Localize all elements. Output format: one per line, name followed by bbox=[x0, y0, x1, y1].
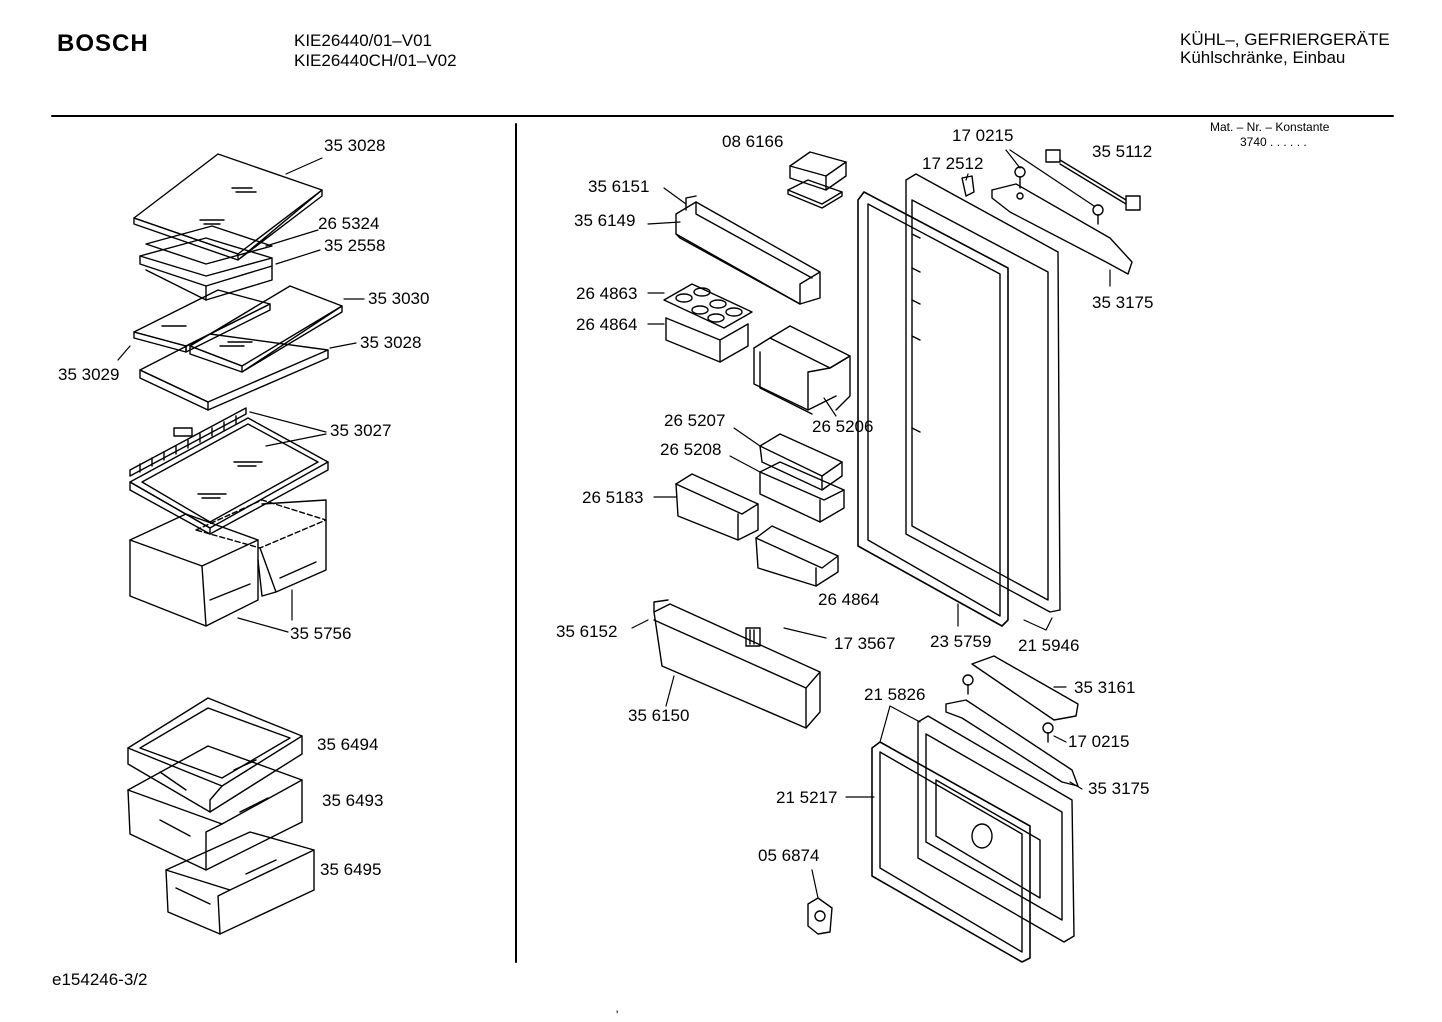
leader-lines bbox=[118, 150, 1110, 898]
part-label: 35 3161 bbox=[1074, 678, 1136, 697]
hinge-353175b bbox=[946, 700, 1078, 786]
part-label: 35 2558 bbox=[324, 236, 386, 255]
part-label: 08 6166 bbox=[722, 132, 784, 151]
crisper-drawers-355756 bbox=[130, 500, 326, 626]
part-label: 21 5217 bbox=[776, 788, 838, 807]
cover-353161 bbox=[972, 656, 1078, 720]
freezer-liner-215826 bbox=[918, 716, 1074, 942]
category-title: KÜHL–, GEFRIERGERÄTE bbox=[1180, 30, 1390, 49]
thermometer-056874 bbox=[808, 898, 832, 934]
clip-172512 bbox=[962, 176, 974, 196]
model-number-2: KIE26440CH/01–V02 bbox=[294, 51, 457, 70]
connector-355112 bbox=[1046, 150, 1140, 210]
part-label: 35 6150 bbox=[628, 706, 690, 725]
part-label: 35 3027 bbox=[330, 421, 392, 440]
hinge-353175a bbox=[992, 184, 1132, 274]
bottle-bin-356150 bbox=[654, 600, 820, 728]
footer-tick: ' bbox=[616, 1008, 619, 1022]
material-value: 3740 . . . . . . bbox=[1240, 135, 1307, 149]
part-label: 35 3028 bbox=[324, 136, 386, 155]
bottle-retainer-173567 bbox=[746, 628, 760, 646]
part-label: 26 5207 bbox=[664, 411, 726, 430]
light-strip-353027 bbox=[130, 408, 246, 476]
part-label: 35 6152 bbox=[556, 622, 618, 641]
door-liner-215946 bbox=[906, 174, 1060, 612]
part-label: 17 2512 bbox=[922, 154, 984, 173]
shelf-frame-265324 bbox=[140, 226, 272, 300]
part-label: 35 6493 bbox=[322, 791, 384, 810]
part-label: 26 4864 bbox=[818, 590, 880, 609]
part-label: 35 6494 bbox=[317, 735, 379, 754]
part-label: 17 3567 bbox=[834, 634, 896, 653]
part-label: 35 3175 bbox=[1088, 779, 1150, 798]
category-subtitle: Kühlschränke, Einbau bbox=[1180, 48, 1346, 67]
freezer-drawer-356493 bbox=[128, 746, 302, 870]
bin-264864b bbox=[756, 526, 838, 586]
part-label: 35 3030 bbox=[368, 289, 430, 308]
door-gasket-235759 bbox=[858, 192, 1008, 626]
bin-265208 bbox=[760, 462, 844, 522]
door-bin-356149 bbox=[676, 196, 820, 304]
part-label: 26 5183 bbox=[582, 488, 644, 507]
part-label: 26 5324 bbox=[318, 214, 380, 233]
part-label: 35 6151 bbox=[588, 177, 650, 196]
part-label: 35 3175 bbox=[1092, 293, 1154, 312]
part-label: 35 5756 bbox=[290, 624, 352, 643]
part-label: 35 3028 bbox=[360, 333, 422, 352]
egg-bin-264864 bbox=[666, 318, 748, 362]
part-label: 17 0215 bbox=[952, 126, 1014, 145]
part-label: 05 6874 bbox=[758, 846, 820, 865]
model-number-1: KIE26440/01–V01 bbox=[294, 31, 433, 50]
part-label: 35 3029 bbox=[58, 365, 120, 384]
part-label: 35 5112 bbox=[1092, 142, 1153, 161]
part-label: 21 5826 bbox=[864, 685, 926, 704]
freezer-gasket-215217 bbox=[872, 742, 1030, 962]
glass-shelf-lower bbox=[140, 334, 328, 410]
screw-170215b bbox=[963, 675, 1053, 742]
bin-265207 bbox=[760, 434, 842, 490]
document-id: e154246-3/2 bbox=[52, 970, 148, 989]
freezer-drawer-356495 bbox=[166, 832, 314, 934]
part-label: 26 4863 bbox=[576, 284, 638, 303]
part-label: 17 0215 bbox=[1068, 732, 1130, 751]
glass-shelf-split bbox=[134, 286, 342, 372]
butter-compartment-086166 bbox=[788, 152, 846, 208]
egg-tray-264863 bbox=[664, 284, 752, 328]
part-label: 23 5759 bbox=[930, 632, 992, 651]
part-label: 21 5946 bbox=[1018, 636, 1080, 655]
part-label: 26 5208 bbox=[660, 440, 722, 459]
tall-bin-265206 bbox=[754, 326, 850, 414]
part-label: 26 5206 bbox=[812, 417, 874, 436]
screw-170215a bbox=[1015, 167, 1103, 224]
brand-logo: BOSCH bbox=[57, 30, 149, 57]
freezer-drawer-356494 bbox=[128, 698, 302, 812]
material-label: Mat. – Nr. – Konstante bbox=[1210, 120, 1330, 134]
part-label: 26 4864 bbox=[576, 315, 638, 334]
part-label: 35 6149 bbox=[574, 211, 636, 230]
glass-shelf-top bbox=[134, 154, 322, 260]
bin-265183 bbox=[676, 474, 758, 540]
part-label: 35 6495 bbox=[320, 860, 382, 879]
glass-shelf-light bbox=[130, 418, 328, 534]
